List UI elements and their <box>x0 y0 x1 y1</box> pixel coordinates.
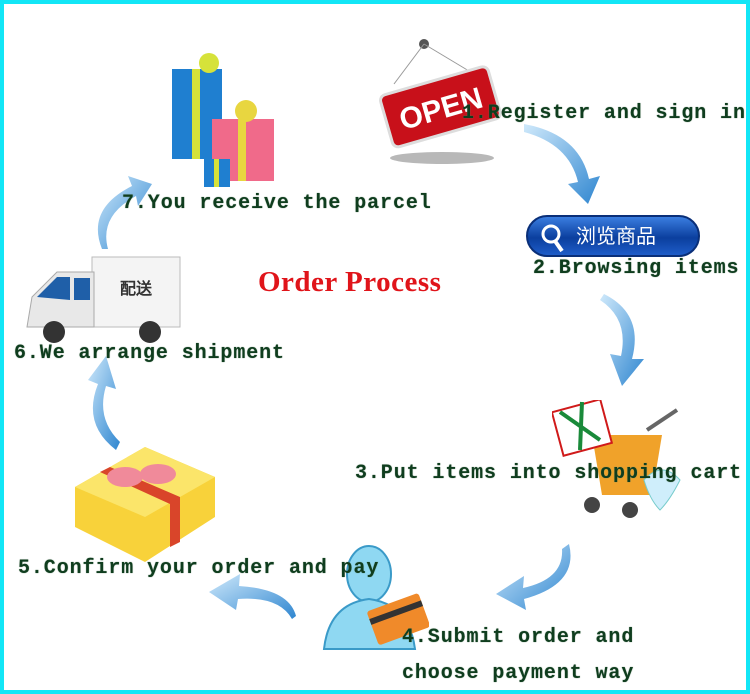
open-sign-icon: OPEN <box>379 39 502 164</box>
gift-box-icon <box>75 447 215 562</box>
gift-boxes-icon <box>172 53 274 187</box>
arrow-5-to-6 <box>88 356 120 450</box>
diagram-title: Order Process <box>258 266 442 298</box>
step-4-payment: choose payment way <box>402 662 635 685</box>
shopping-cart-icon <box>552 400 681 518</box>
magnifier-icon <box>541 224 564 253</box>
arrow-6-to-7 <box>97 176 152 249</box>
arrow-2-to-3 <box>600 294 644 386</box>
step-6-shipment: 6.We arrange shipment <box>14 342 285 365</box>
step-1-register: 1.Register and sign in <box>462 102 746 125</box>
step-7-receive: 7.You receive the parcel <box>122 192 432 215</box>
step-5-confirm: 5.Confirm your order and pay <box>18 557 380 580</box>
browse-items-button-icon: 浏览商品 <box>526 215 700 257</box>
delivery-truck-icon: 配送 <box>26 256 181 343</box>
step-2-browse: 2.Browsing items <box>533 257 740 280</box>
browse-label: 浏览商品 <box>576 224 656 248</box>
arrow-3-to-4 <box>496 544 571 610</box>
arrow-1-to-2 <box>524 124 600 204</box>
svg-text:配送: 配送 <box>120 279 153 298</box>
flow-arrows <box>88 124 644 619</box>
user-payment-card-icon <box>322 545 429 650</box>
step-3-cart: 3.Put items into shopping cart <box>355 462 743 485</box>
step-4-submit: 4.Submit order and <box>402 626 635 649</box>
arrow-4-to-5 <box>209 574 296 619</box>
